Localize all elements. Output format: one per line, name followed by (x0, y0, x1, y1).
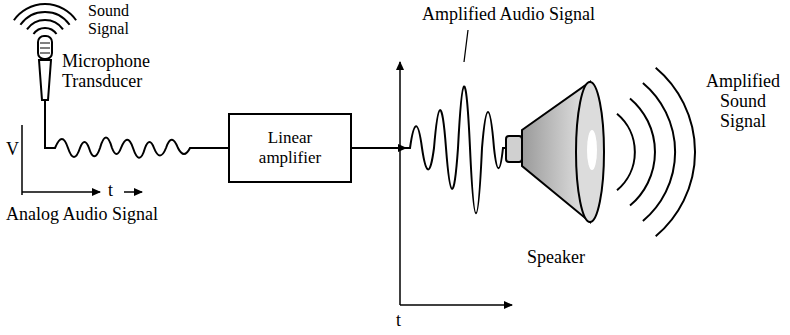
axis-label: V (6, 140, 19, 160)
microphone-symbol (38, 36, 52, 100)
signal-label: Amplified Audio Signal (422, 5, 595, 25)
signal-label: Amplified Sound Signal (700, 72, 786, 131)
output-axes (400, 62, 512, 305)
speaker-symbol (506, 82, 604, 222)
analog-waveform (45, 100, 228, 158)
sound-waves (617, 68, 695, 237)
amplifier-box: Linear amplifier (228, 113, 352, 183)
amplified-waveform (406, 86, 508, 213)
component-label: Speaker (527, 248, 585, 268)
signal-label: Analog Audio Signal (6, 205, 158, 225)
box-label: Linear amplifier (240, 128, 340, 167)
transducer-label: Microphone Transducer (62, 52, 174, 92)
output-wire (350, 147, 406, 149)
leader-line (464, 30, 468, 62)
axis-label: t (396, 311, 401, 331)
signal-label: Sound Signal (88, 2, 144, 37)
input-axes (22, 125, 142, 195)
sound-waves (14, 4, 76, 34)
axis-label: t (108, 181, 113, 201)
